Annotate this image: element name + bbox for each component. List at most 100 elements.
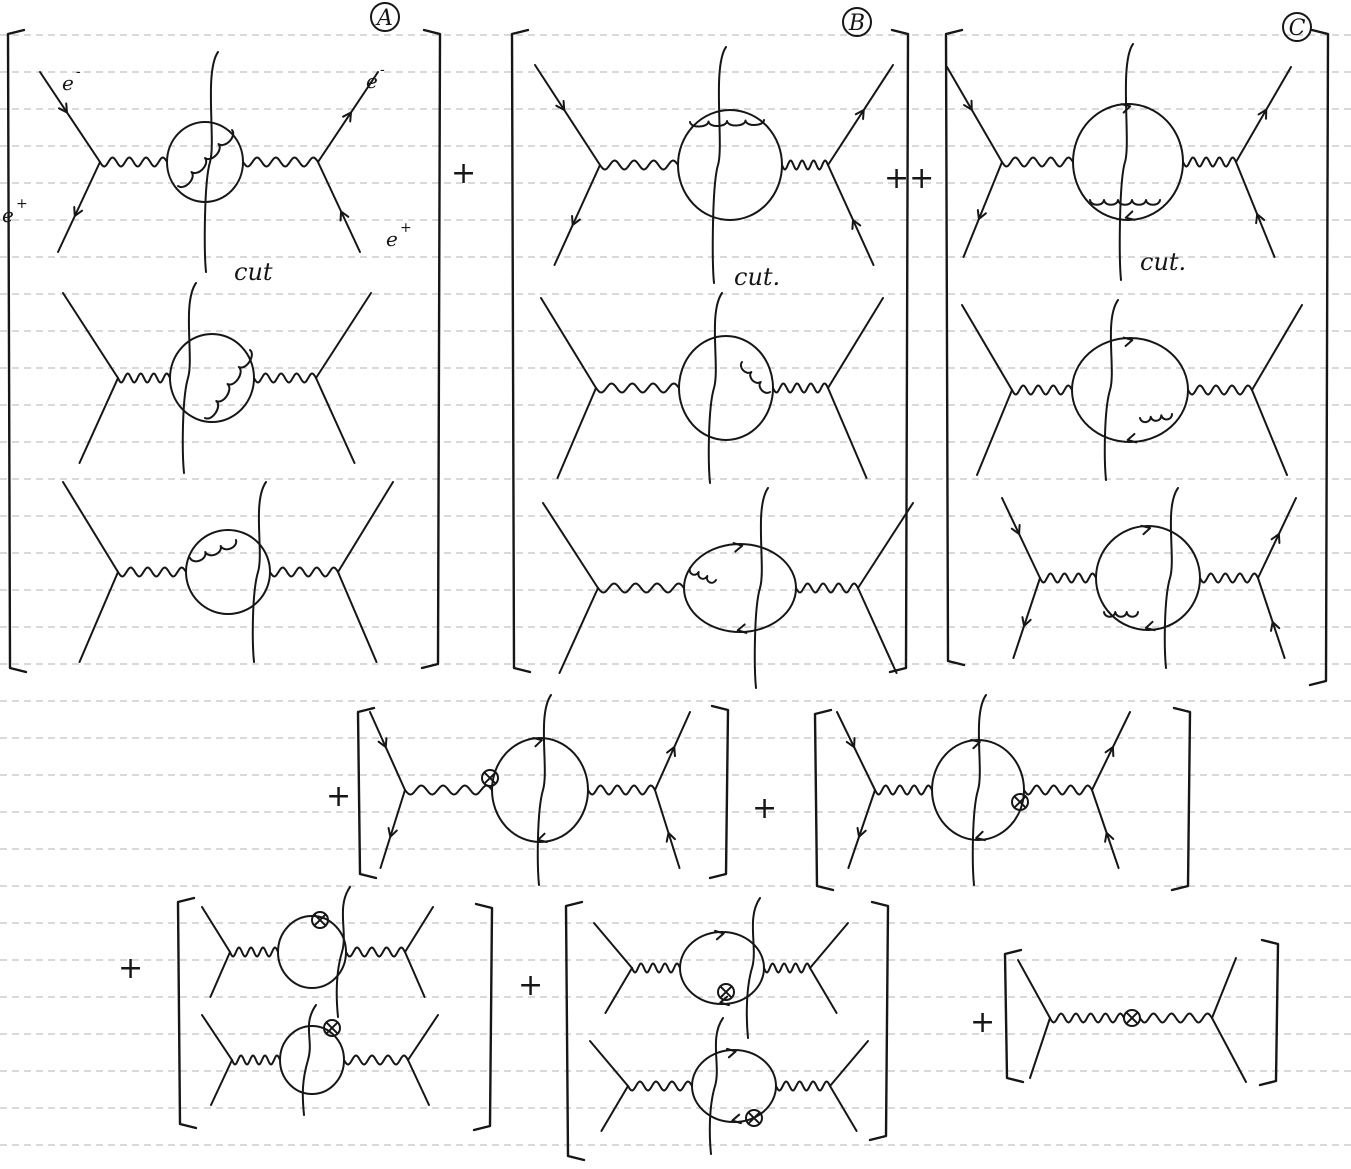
label-positron-out: e + xyxy=(386,220,412,251)
photon-line xyxy=(269,566,339,578)
photon-line xyxy=(229,946,279,958)
fermion-arrow xyxy=(732,542,744,553)
fermion-arrow xyxy=(1104,746,1115,758)
photon-line xyxy=(404,784,493,796)
fermion-line xyxy=(857,502,914,589)
label-electron-out: e - xyxy=(366,62,385,93)
fermion-arrow xyxy=(1270,533,1281,544)
svg-text:e: e xyxy=(366,69,378,93)
fermion-arrow xyxy=(975,830,986,842)
fermion-line xyxy=(857,587,898,674)
photon-line xyxy=(1139,1012,1213,1024)
fermion-line xyxy=(1251,389,1288,476)
fermion-line xyxy=(827,297,884,389)
fermion-arrow xyxy=(856,826,867,838)
photon-line xyxy=(1011,384,1073,396)
fermion-line xyxy=(337,571,378,663)
fermion-line xyxy=(593,922,633,969)
bracket-right xyxy=(888,28,910,674)
counterterm-vertex xyxy=(745,1109,763,1127)
fermion-loop xyxy=(277,915,347,989)
gluon-line xyxy=(177,129,235,189)
fermion-arrow xyxy=(1255,213,1266,225)
bracket-left xyxy=(356,706,378,880)
bracket-left xyxy=(564,900,586,1162)
counterterm-vertex xyxy=(1011,793,1029,811)
photon-line xyxy=(1049,1012,1125,1024)
photon-line xyxy=(874,784,933,796)
fermion-line xyxy=(829,1085,858,1132)
photon-line xyxy=(595,382,680,394)
fermion-line xyxy=(1211,957,1237,1019)
photon-line xyxy=(99,156,168,168)
diagram-c3 xyxy=(1001,487,1297,669)
counterterm-vertex xyxy=(1123,1009,1141,1027)
counterterm-cross xyxy=(719,985,733,999)
fermion-arrow xyxy=(1010,524,1021,535)
diagram-row3-a2 xyxy=(201,1004,439,1116)
fermion-arrow xyxy=(976,209,987,220)
fermion-line xyxy=(1017,959,1051,1019)
photon-line xyxy=(781,159,829,171)
panel-label-c-text: C xyxy=(1289,16,1306,41)
fermion-line xyxy=(962,161,1003,258)
cut-line xyxy=(711,46,727,284)
counterterm-circle xyxy=(1123,1009,1141,1027)
photon-line xyxy=(1001,156,1074,168)
gluon-line xyxy=(689,119,765,128)
panel-label-a-text: A xyxy=(375,6,393,31)
fermion-arrow xyxy=(571,215,581,226)
gluon-line xyxy=(739,361,771,394)
photon-line xyxy=(1187,384,1253,396)
counterterm-vertex xyxy=(311,911,329,929)
photon-line xyxy=(117,566,187,578)
fermion-line xyxy=(1257,577,1286,659)
fermion-line xyxy=(540,297,597,389)
fermion-loop xyxy=(1072,103,1184,221)
fermion-line xyxy=(809,967,838,1014)
gluon-line xyxy=(204,349,253,420)
counterterm-cross xyxy=(483,771,497,785)
fermion-line xyxy=(317,71,379,163)
svg-text:e: e xyxy=(2,203,14,227)
fermion-line xyxy=(1029,1017,1051,1079)
fermion-line xyxy=(404,906,434,953)
plus-sign-row3-first: + xyxy=(118,951,143,986)
svg-text:+: + xyxy=(16,196,28,212)
diagram-row3-a1 xyxy=(201,886,434,1018)
counterterm-cross xyxy=(747,1111,761,1125)
bracket-left xyxy=(510,28,532,674)
photon-line xyxy=(599,159,679,171)
cut-line xyxy=(745,897,761,1039)
diagram-row2-b xyxy=(836,694,1131,886)
fermion-line xyxy=(39,71,101,163)
counterterm-cross xyxy=(1125,1011,1139,1025)
counterterm-circle xyxy=(311,911,329,929)
panel-label-b: B xyxy=(842,7,872,37)
fermion-line xyxy=(836,711,876,791)
fermion-loop xyxy=(677,109,783,221)
fermion-loop xyxy=(1071,337,1189,443)
counterterm-vertex xyxy=(323,1019,341,1037)
diagram-row2-a xyxy=(369,694,691,886)
diagram-a1 xyxy=(39,51,379,273)
cut-line xyxy=(251,481,267,663)
gluon-line xyxy=(1089,199,1161,206)
fermion-line xyxy=(534,64,601,166)
cut-line xyxy=(753,487,769,689)
photon-line xyxy=(587,784,656,796)
svg-text:-: - xyxy=(76,64,81,80)
fermion-line xyxy=(78,377,119,464)
photon-line xyxy=(631,962,681,974)
counterterm-vertex xyxy=(717,983,735,1001)
bracket-left xyxy=(6,28,28,674)
cut-line xyxy=(708,1017,724,1155)
label-electron-in: e - xyxy=(62,64,81,95)
photon-line xyxy=(795,582,859,594)
fermion-loop xyxy=(1095,525,1201,631)
fermion-arrow xyxy=(537,832,548,844)
cut-line xyxy=(335,886,351,1018)
fermion-arrow xyxy=(58,102,68,114)
ink-layer xyxy=(6,28,1330,1162)
